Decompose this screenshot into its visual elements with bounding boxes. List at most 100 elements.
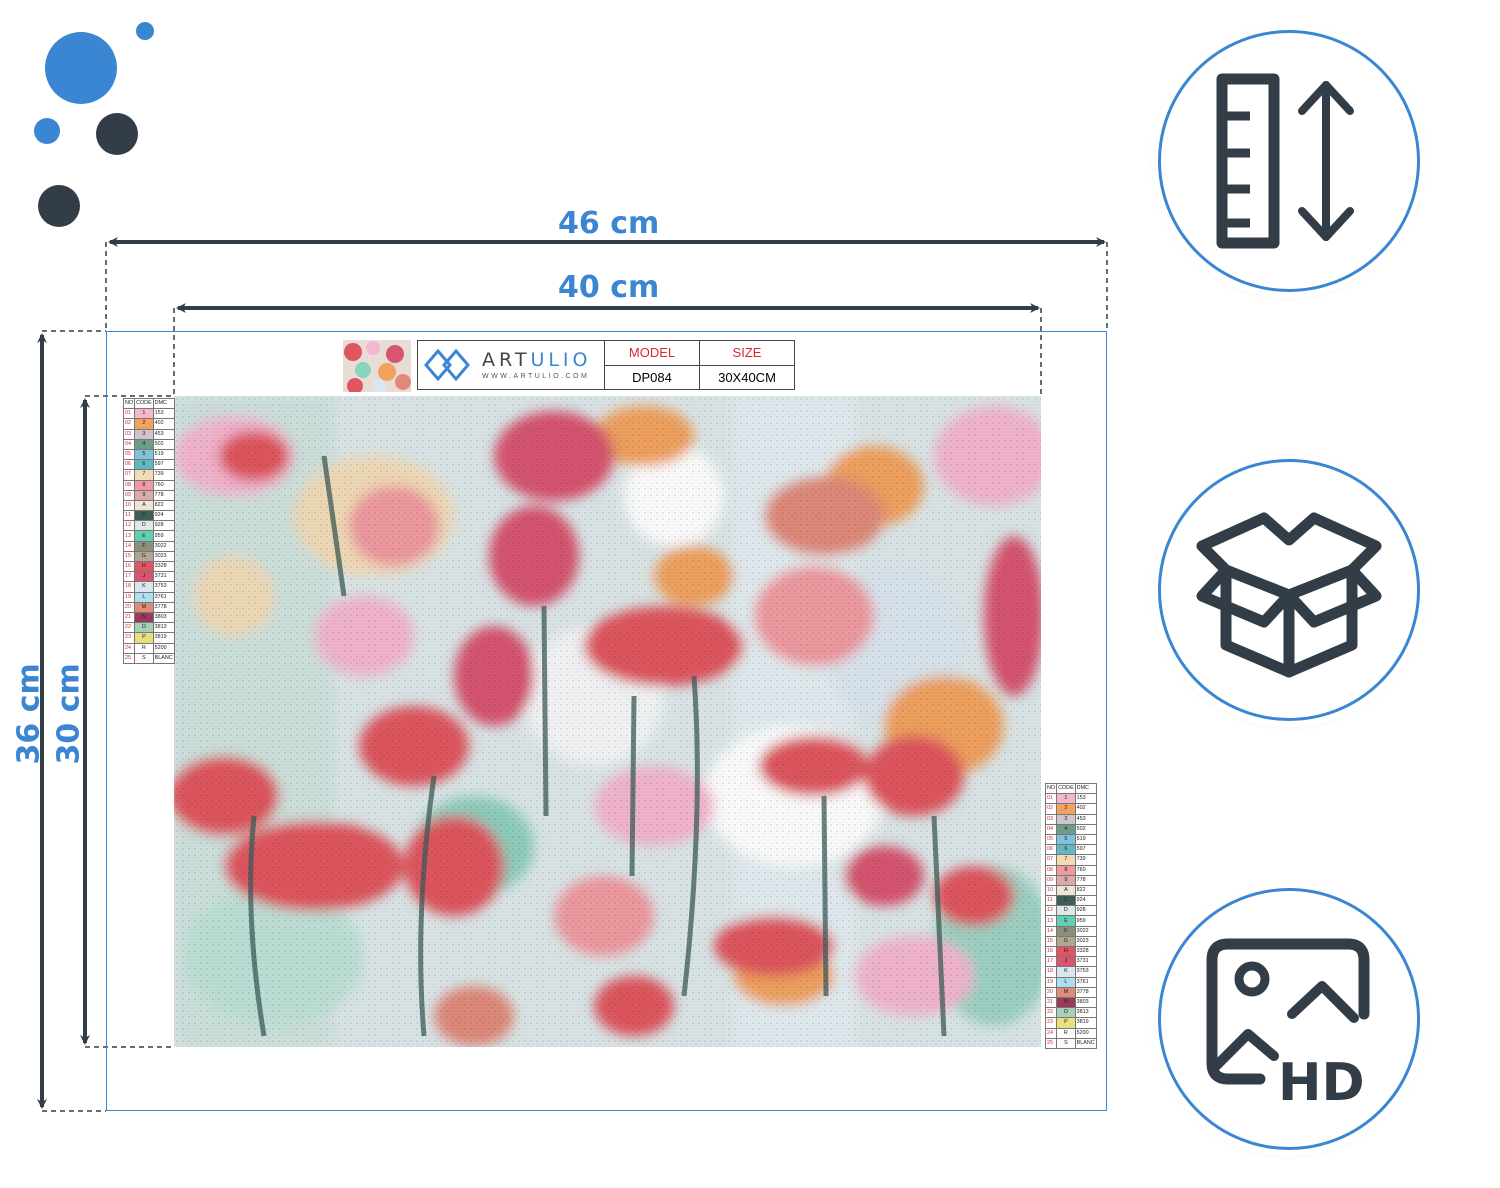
brand-url: WWW.ARTULIO.COM	[482, 372, 590, 380]
legend-number: 06	[122, 459, 136, 471]
legend-number: 07	[122, 469, 136, 481]
legend-dmc-code: 3819	[152, 632, 175, 644]
legend-dmc-code: 3022	[152, 540, 175, 552]
legend-code-swatch: G	[134, 550, 154, 563]
legend-code-swatch: 7	[1056, 854, 1076, 866]
legend-dmc-code: 3761	[152, 591, 175, 603]
legend-dmc-code: 924	[1074, 895, 1097, 907]
diamond-painting-canvas	[174, 396, 1041, 1047]
legend-code-swatch: A	[1056, 884, 1076, 897]
legend-dmc-code: BLANC	[1074, 1037, 1097, 1049]
brand-diamond-icon	[424, 348, 470, 382]
legend-dmc-code: 3731	[1074, 956, 1097, 968]
legend-dmc-code: 519	[152, 448, 175, 461]
legend-number: 19	[122, 591, 136, 603]
model-value: DP084	[604, 364, 700, 390]
legend-code-swatch: 2	[1056, 803, 1076, 815]
legend-number: 08	[122, 479, 136, 491]
legend-dmc-code: 402	[152, 418, 175, 430]
legend-code-swatch: D	[1056, 905, 1076, 917]
legend-code-swatch: S	[134, 652, 154, 664]
legend-number: 19	[1044, 976, 1058, 988]
legend-dmc-code: 3819	[1074, 1017, 1097, 1029]
legend-dmc-code: 3761	[1074, 976, 1097, 988]
legend-header-cell: DMC	[152, 397, 175, 410]
legend-dmc-code: 3753	[152, 581, 175, 593]
legend-number: 13	[1044, 915, 1058, 927]
legend-code-swatch: P	[1056, 1017, 1076, 1029]
legend-number: 10	[1044, 884, 1058, 897]
legend-dmc-code: 502	[1074, 823, 1097, 835]
legend-number: 03	[1044, 813, 1058, 825]
legend-number: 22	[1044, 1007, 1058, 1019]
legend-dmc-code: 3328	[1074, 945, 1097, 958]
legend-number: 16	[1044, 945, 1058, 958]
legend-dmc-code: 453	[1074, 813, 1097, 825]
legend-code-swatch: M	[134, 601, 154, 613]
legend-code-swatch: P	[134, 632, 154, 644]
legend-code-swatch: C	[134, 510, 154, 522]
legend-number: 22	[122, 622, 136, 634]
legend-number: 08	[1044, 864, 1058, 876]
legend-dmc-code: 778	[152, 489, 175, 501]
legend-code-swatch: F	[1056, 925, 1076, 937]
legend-dmc-code: 597	[152, 459, 175, 471]
legend-code-swatch: H	[134, 560, 154, 573]
size-header: SIZE	[699, 340, 795, 366]
legend-number: 14	[122, 540, 136, 552]
legend-dmc-code: 959	[152, 530, 175, 542]
legend-code-swatch: 6	[1056, 844, 1076, 856]
brand-name: ARTULIO	[482, 348, 592, 371]
legend-dmc-code: 502	[152, 438, 175, 450]
legend-code-swatch: O	[1056, 1007, 1076, 1019]
legend-number: 05	[1044, 833, 1058, 846]
legend-number: 24	[1044, 1027, 1058, 1039]
legend-dmc-code: 959	[1074, 915, 1097, 927]
legend-number: 11	[122, 510, 136, 522]
legend-dmc-code: 928	[1074, 905, 1097, 917]
legend-code-swatch: K	[1056, 966, 1076, 978]
legend-dmc-code: 597	[1074, 844, 1097, 856]
legend-code-swatch: 8	[134, 479, 154, 491]
legend-number: 23	[122, 632, 136, 644]
legend-number: 15	[1044, 935, 1058, 948]
legend-code-swatch: H	[1056, 945, 1076, 958]
legend-dmc-code: 3778	[1074, 986, 1097, 998]
inner-height-label: 30 cm	[51, 663, 87, 765]
brand-logo: ARTULIO WWW.ARTULIO.COM	[417, 340, 604, 390]
legend-number: 15	[122, 550, 136, 563]
legend-number: 09	[122, 489, 136, 501]
open-box-icon	[1196, 512, 1382, 678]
legend-dmc-code: 3731	[152, 571, 175, 583]
legend-number: 17	[1044, 956, 1058, 968]
legend-code-swatch: D	[134, 520, 154, 532]
